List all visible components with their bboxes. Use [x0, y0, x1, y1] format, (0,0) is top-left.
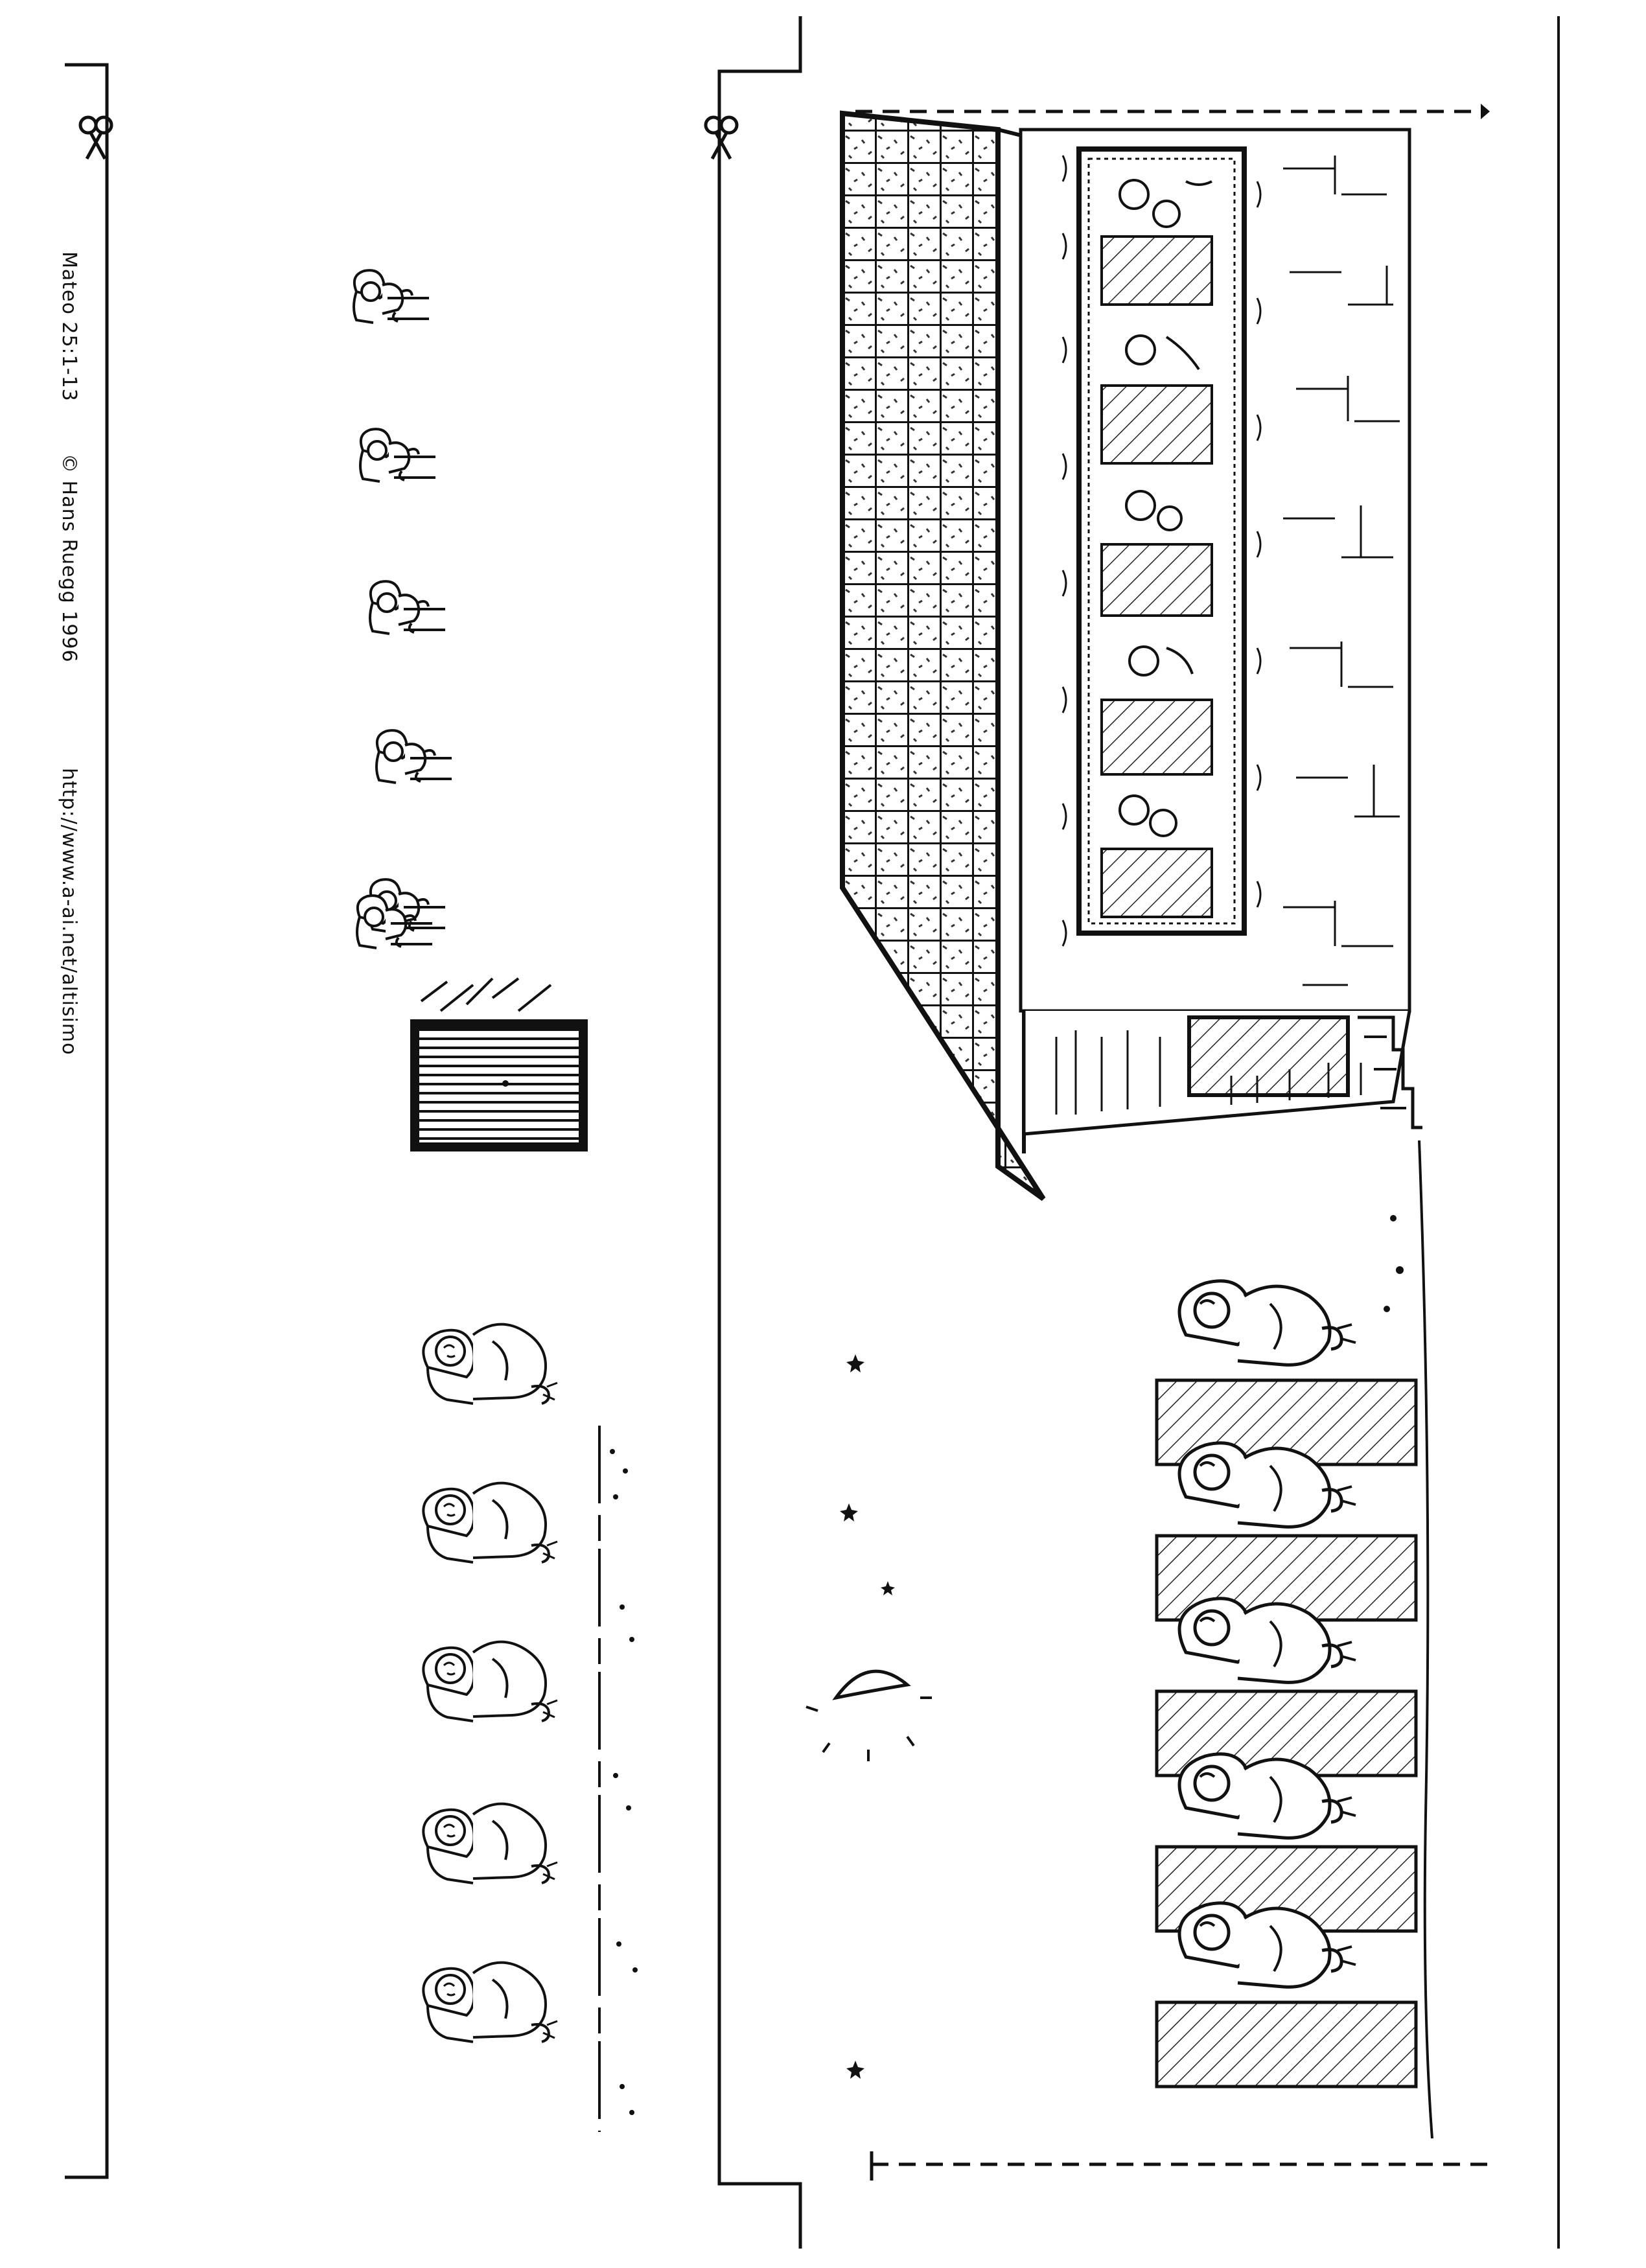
star-icon — [840, 1354, 895, 2079]
wedding-house — [840, 110, 1433, 2139]
maidens-sleeping — [1157, 1281, 1416, 2087]
lamp-bearers-outside — [422, 1323, 638, 2132]
scissors-icon — [704, 115, 739, 160]
standing-guests — [353, 269, 453, 949]
moon-icon — [806, 1669, 932, 1761]
closed-door — [410, 977, 588, 1151]
scissors-icon — [78, 115, 113, 160]
guests-at-windows — [1100, 179, 1213, 918]
